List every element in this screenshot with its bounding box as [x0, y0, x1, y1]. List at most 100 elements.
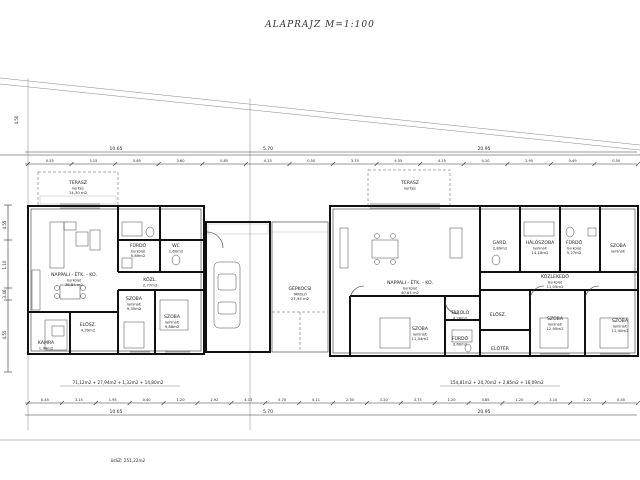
dim-tick [417, 161, 423, 167]
room-name: KAMRA [38, 340, 55, 346]
dim-top-segment: 0.85 [133, 159, 141, 163]
dim-tick [287, 161, 292, 167]
dim-tick [461, 161, 466, 167]
dim-tick [229, 400, 234, 406]
room-name: SZOBA [164, 314, 181, 320]
dim-tick [243, 161, 249, 167]
dimension-left: 4.55 1.10 3.46 4.55 4.50 [2, 115, 19, 373]
dim-site: 4.50 [14, 115, 19, 124]
room-name: FÜRDŐ [130, 242, 147, 249]
room-area: 4,26m2 [453, 316, 468, 321]
dim-top-segment: 2.95 [525, 159, 533, 163]
dim-top-segment: 3.75 [351, 159, 359, 163]
dim-tick [127, 400, 132, 406]
dim-tick [112, 161, 118, 167]
dim-left-2: 1.10 [2, 260, 7, 269]
dim-bottom-segment: 2.92 [210, 398, 218, 402]
dim-tick [505, 161, 510, 167]
dim-tick [263, 400, 268, 406]
dim-tick [534, 400, 539, 406]
room-name: GARD. [493, 240, 508, 246]
sum-right: 154,81m2 + 24,70m2 + 2,85m2 + 16,09m2 [450, 380, 544, 385]
site-boundary [0, 77, 640, 441]
room-name: SZOBA [612, 318, 629, 324]
dim-top-segment: 3.15 [89, 159, 97, 163]
dim-top-left: 10.65 [110, 146, 123, 152]
room-area: 14,30 m2 [69, 190, 88, 195]
dim-tick [466, 400, 471, 406]
room-label-gard: GARD.2,89m2 [493, 240, 508, 251]
right-unit [329, 169, 639, 357]
dim-bottom-left: 10.65 [110, 409, 123, 415]
dim-bottom-segment: 4.13 [244, 398, 252, 402]
dim-bottom-segment: 0.40 [143, 398, 152, 402]
room-label-elosz-right: ELŐSZ. [490, 311, 507, 318]
room-area: 3,60m2 [453, 342, 468, 347]
room-sub: burkolat [131, 250, 146, 254]
room-area: 40,81 m2 [401, 290, 420, 295]
dim-bottom-segment: 1.20 [380, 398, 389, 402]
room-sub: kerítés [72, 187, 84, 191]
dim-tick [635, 400, 640, 406]
room-sub: burkolat [548, 281, 563, 285]
room-name: TERASZ [68, 180, 87, 186]
dim-tick [25, 400, 31, 406]
room-sub: laminált [413, 333, 427, 337]
room-area: 38,84 m2 [65, 282, 84, 287]
dim-tick [500, 400, 505, 406]
dim-tick [161, 400, 166, 406]
plan-title: ALAPRAJZ M=1:100 [265, 20, 375, 30]
room-sub: laminált [548, 323, 562, 327]
dim-bottom-segment: 4.11 [312, 398, 320, 402]
dim-top-segment: 4.55 [394, 159, 402, 163]
dim-bottom-segment: 5.70 [278, 398, 287, 402]
room-label-kozl-left: KÖZL.2,77m2 [143, 276, 158, 288]
dim-top-segment: 3.60 [176, 159, 185, 163]
room-name: FÜRDŐ [452, 335, 469, 342]
room-area: 9,35m2 [127, 306, 142, 311]
dim-bottom-segment: 3.85 [481, 398, 489, 402]
total-area: ösSZ: 251,22m2 [111, 458, 146, 463]
room-area: 1,60m2 [169, 249, 184, 254]
dim-tick [432, 400, 437, 406]
room-name: SZOBA [610, 243, 627, 249]
room-sub: TÁROLÓ [292, 292, 307, 297]
room-sub: laminált [165, 321, 179, 325]
room-sub: burkolat [403, 287, 418, 291]
room-sub: burkolat [67, 279, 82, 283]
dim-top-right: 20.95 [478, 146, 491, 152]
dim-top-segment: 4.10 [481, 159, 490, 163]
dim-tick [364, 400, 370, 406]
carport [271, 221, 329, 353]
dim-left-3: 3.46 [2, 289, 7, 298]
dim-tick [195, 400, 200, 406]
room-area: 1,34m2 [39, 346, 54, 351]
room-area: 14,18m2 [532, 250, 550, 255]
room-area: 2,89m2 [493, 246, 508, 251]
dim-bottom-segment: 2.30 [346, 398, 355, 402]
room-sub: laminált [611, 250, 625, 254]
room-area: 11,40m2 [612, 328, 630, 333]
room-area: 4,39m2 [81, 328, 96, 333]
dim-bottom-segment: 1.22 [583, 398, 591, 402]
dim-bottom-segment: 3.10 [549, 398, 558, 402]
room-label-wc-left: WC1,60m2 [169, 243, 184, 254]
room-area: 5,27m2 [567, 250, 582, 255]
dim-tick [568, 400, 573, 406]
dim-bottom-segment: 1.95 [109, 398, 117, 402]
